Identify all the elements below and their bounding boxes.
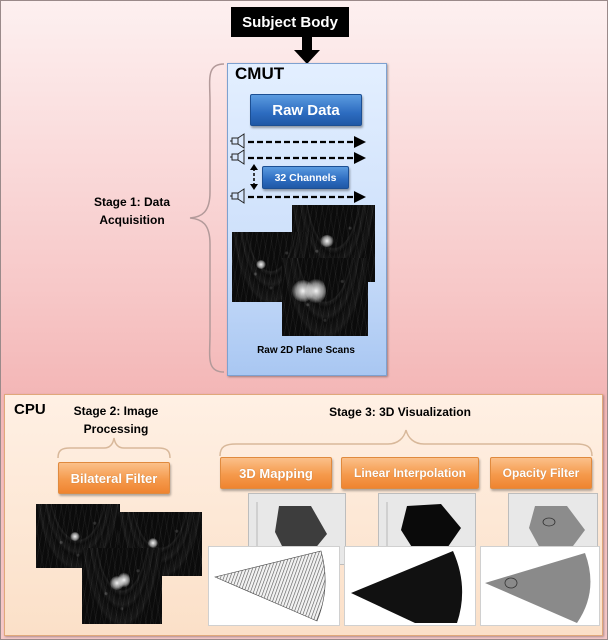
stage2-brace: [57, 437, 171, 459]
bilateral-filter-box: Bilateral Filter: [58, 462, 170, 494]
channel-arrows: [230, 133, 366, 204]
cmut-title: CMUT: [235, 64, 285, 83]
raw-data-box: Raw Data: [250, 94, 362, 126]
filtered-scan-image: [36, 504, 120, 568]
raw-data-label: Raw Data: [272, 101, 340, 119]
channels-box: 32 Channels: [262, 166, 349, 189]
stage1-brace: [189, 63, 225, 373]
opacity-filter-fan-plot: [480, 546, 600, 626]
transducer-icon: [230, 133, 245, 149]
3d-mapping-label: 3D Mapping: [239, 465, 313, 481]
opacity-filter-box: Opacity Filter: [490, 457, 592, 489]
filtered-scan-image: [82, 548, 162, 624]
subject-body-label: Subject Body: [242, 13, 338, 31]
bilateral-filter-label: Bilateral Filter: [70, 470, 158, 486]
linear-interpolation-fan-plot: [344, 546, 476, 626]
linear-interpolation-box: Linear Interpolation: [341, 457, 479, 489]
transducer-icon: [230, 149, 245, 165]
3d-mapping-box: 3D Mapping: [220, 457, 332, 489]
3d-mapping-fan-plot: [208, 546, 340, 626]
raw-scan-image: [282, 258, 368, 336]
arrow-down-icon: [294, 37, 320, 64]
stage3-label: Stage 3: 3D Visualization: [329, 405, 471, 419]
channels-label: 32 Channels: [274, 171, 337, 184]
raw-scans-caption: Raw 2D Plane Scans: [257, 345, 355, 356]
opacity-filter-label: Opacity Filter: [502, 466, 580, 480]
subject-body-box: Subject Body: [231, 7, 349, 37]
arrow-right-icon: [354, 136, 366, 203]
stage3-brace: [219, 429, 593, 457]
stage1-label: Stage 1: Data Acquisition: [93, 195, 171, 227]
transducer-icon: [230, 188, 245, 204]
stage2-label: Stage 2: Image Processing: [73, 404, 159, 436]
linear-interpolation-label: Linear Interpolation: [353, 466, 466, 480]
cpu-title: CPU: [14, 401, 46, 418]
